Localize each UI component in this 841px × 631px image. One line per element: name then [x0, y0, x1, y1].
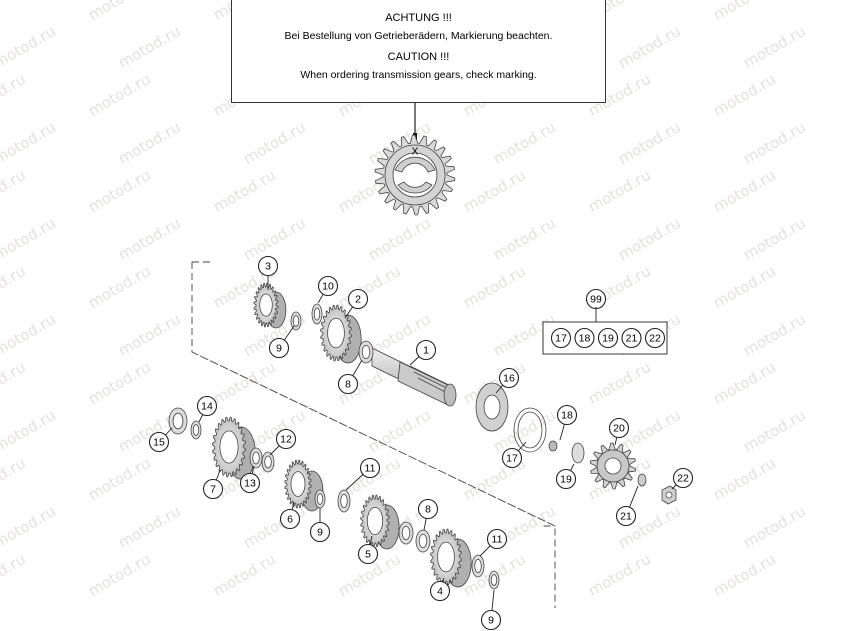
bearing-16-illustration: [475, 382, 509, 432]
bushing-8b-illustration: [398, 521, 414, 545]
callout-label: 17: [506, 453, 518, 465]
callout-label: 10: [322, 281, 334, 293]
kit-item-label: 21: [626, 333, 638, 345]
marking-letter: X: [412, 147, 419, 158]
callout-c99[interactable]: 99: [585, 288, 607, 310]
ring-10-illustration: [311, 303, 323, 325]
callout-label: 9: [488, 615, 494, 627]
callout-c17[interactable]: 17: [501, 447, 523, 469]
callout-c16[interactable]: 16: [498, 367, 520, 389]
callout-label: 2: [355, 294, 361, 306]
kit-item-18[interactable]: 18: [574, 327, 595, 349]
callout-c9a[interactable]: 9: [268, 337, 290, 359]
marking-gear-illustration: X: [374, 134, 456, 216]
callout-label: 8: [345, 379, 351, 391]
callout-c7[interactable]: 7: [202, 478, 224, 500]
washer-15-illustration: [168, 407, 188, 435]
kit-item-19[interactable]: 19: [597, 327, 619, 349]
callout-c18[interactable]: 18: [556, 404, 578, 426]
callout-c21[interactable]: 21: [615, 505, 637, 527]
kit-item-label: 18: [579, 333, 591, 345]
callout-label: 9: [276, 343, 282, 355]
callout-c11a[interactable]: 11: [359, 457, 381, 479]
callout-c8b[interactable]: 8: [417, 498, 439, 520]
callout-label: 3: [265, 261, 271, 273]
callout-c10[interactable]: 10: [317, 275, 339, 297]
seal-ring-17-illustration: [513, 407, 547, 453]
callout-label: 20: [613, 423, 625, 435]
notice-en-title: CAUTION !!!: [387, 51, 450, 63]
callout-label: 22: [677, 473, 689, 485]
callout-label: 18: [561, 410, 573, 422]
callout-c12[interactable]: 12: [275, 428, 297, 450]
callout-label: 5: [365, 549, 371, 561]
bushing-13-illustration: [249, 447, 263, 469]
gear-7-illustration: [212, 416, 256, 480]
kit-item-21[interactable]: 21: [621, 327, 642, 349]
kit-item-label: 19: [602, 333, 614, 345]
callout-c19[interactable]: 19: [555, 468, 577, 490]
callout-label: 1: [423, 345, 429, 357]
callout-c22[interactable]: 22: [672, 467, 694, 489]
notice-en-text: When ordering transmission gears, check …: [300, 69, 537, 81]
ring-11b-illustration: [471, 554, 485, 578]
callout-label: 12: [280, 434, 292, 446]
main-shaft: [371, 347, 457, 407]
ring-11a-illustration: [337, 489, 351, 513]
washer-9a-illustration: [290, 311, 302, 331]
ring-14-illustration: [190, 420, 202, 440]
callout-c9b[interactable]: 9: [309, 521, 331, 543]
callout-c2[interactable]: 2: [347, 288, 369, 310]
callout-c11b[interactable]: 11: [486, 528, 508, 550]
callout-c8a[interactable]: 8: [337, 373, 359, 395]
notice-de-text: Bei Bestellung von Getrieberädern, Marki…: [284, 30, 553, 42]
bushing-8c-illustration: [415, 529, 431, 553]
callout-label: 14: [201, 401, 213, 413]
callout-label: 4: [437, 586, 443, 598]
callout-c6[interactable]: 6: [279, 508, 301, 530]
washer-9b-illustration: [314, 489, 326, 509]
callout-c15[interactable]: 15: [148, 431, 170, 453]
kit-item-22[interactable]: 22: [644, 327, 666, 349]
gear-5-illustration: [360, 494, 400, 550]
assembly-frame-dashed: [191, 261, 556, 608]
callout-label: 19: [560, 474, 572, 486]
sprocket-20-illustration: [589, 442, 637, 490]
callout-label: 16: [503, 373, 515, 385]
callout-c20[interactable]: 20: [608, 417, 630, 439]
kit-item-label: 17: [555, 333, 567, 345]
callout-label: 11: [365, 463, 376, 475]
gear-3-illustration: [253, 282, 287, 329]
callout-c13[interactable]: 13: [239, 472, 261, 494]
callout-c14[interactable]: 14: [196, 395, 218, 417]
kit-item-17[interactable]: 17: [550, 327, 572, 349]
callout-label: 8: [425, 504, 431, 516]
callout-c9c[interactable]: 9: [480, 609, 502, 631]
spacer-18-illustration: [548, 440, 585, 464]
callout-c5[interactable]: 5: [357, 543, 379, 565]
gear-2-illustration: [320, 304, 362, 364]
callout-label: 15: [153, 437, 165, 449]
callout-c4[interactable]: 4: [429, 580, 451, 602]
callout-label: 7: [210, 484, 216, 496]
callout-label: 99: [590, 294, 602, 306]
callout-label: 6: [287, 514, 293, 526]
caution-notice: ACHTUNG !!! Bei Bestellung von Getrieber…: [231, 0, 606, 103]
callout-label: 13: [244, 478, 256, 490]
gear-4-illustration: [430, 528, 472, 588]
bushing-8a-illustration: [358, 340, 374, 364]
callout-label: 11: [492, 534, 503, 546]
callout-c3[interactable]: 3: [257, 255, 279, 277]
ring-12-illustration: [261, 451, 275, 473]
kit-item-label: 22: [649, 333, 661, 345]
washer-9c-illustration: [488, 570, 500, 590]
callout-label: 21: [620, 511, 632, 523]
notice-de-title: ACHTUNG !!!: [385, 12, 452, 24]
callout-label: 9: [317, 527, 323, 539]
nut-22-illustration: [637, 473, 677, 505]
callout-c1[interactable]: 1: [415, 339, 437, 361]
